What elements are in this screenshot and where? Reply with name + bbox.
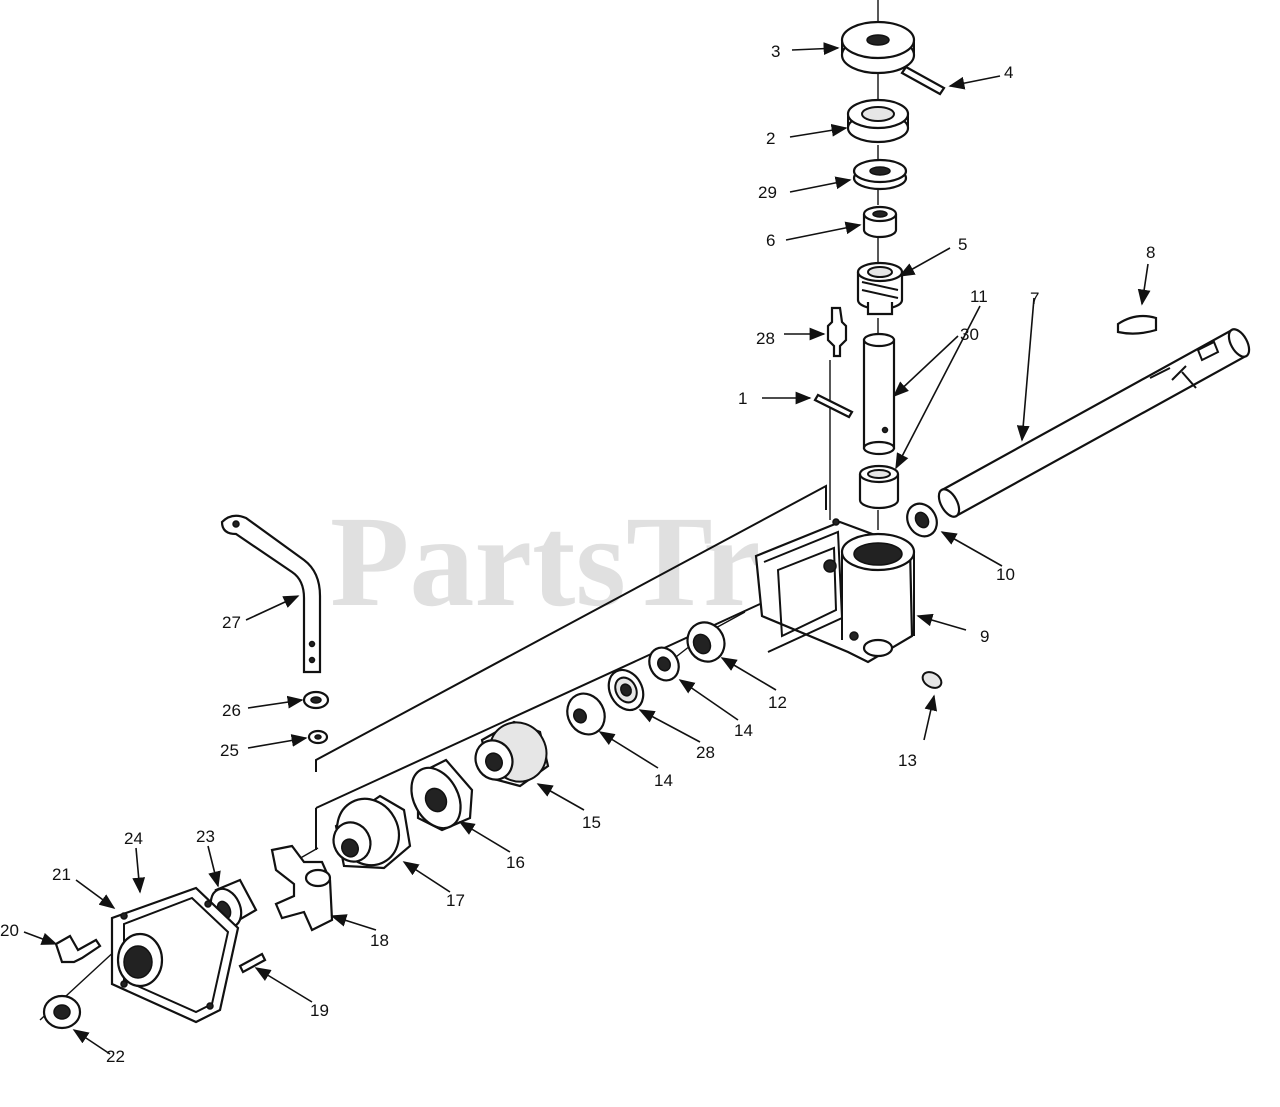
part-19-pin: [238, 952, 267, 974]
callout-7: 7: [1030, 289, 1039, 308]
part-27-shift-rod: [220, 514, 322, 674]
part-7-axle: [937, 328, 1251, 518]
callout-30: 29: [758, 183, 777, 202]
part-6-bushing: [862, 205, 898, 239]
callout-29: 28: [756, 329, 775, 348]
callout-12: 12: [768, 693, 787, 712]
callout-28: 28: [696, 743, 715, 762]
callout-21: 21: [52, 865, 71, 884]
callout-2: 2: [766, 129, 775, 148]
callout-3: 3: [771, 42, 780, 61]
part-24-cover: [110, 886, 240, 1024]
callout-23: 23: [196, 827, 215, 846]
callout-16: 16: [506, 853, 525, 872]
part-30-washer: [852, 158, 908, 191]
part-11-bearing: [858, 464, 900, 510]
callout-18: 18: [370, 931, 389, 950]
part-13-setscrew: [921, 671, 943, 689]
callout-6: 6: [766, 231, 775, 250]
callout-1: 1: [738, 389, 747, 408]
callout-17: 17: [446, 891, 465, 910]
callout-20: 20: [0, 921, 19, 940]
callout-26: 26: [222, 701, 241, 720]
callout-9: 9: [980, 627, 989, 646]
part-20-bolt: [54, 934, 102, 964]
callout-14b: 14: [654, 771, 673, 790]
callout-22: 22: [106, 1047, 125, 1066]
callout-24: 24: [124, 829, 143, 848]
part-22-seal: [42, 994, 82, 1030]
bracket-line: [315, 484, 827, 772]
callout-19: 19: [310, 1001, 329, 1020]
callout-10: 10: [996, 565, 1015, 584]
callout-13: 13: [898, 751, 917, 770]
callout-8: 8: [1146, 243, 1155, 262]
callout-15: 15: [582, 813, 601, 832]
callout-11: 11: [970, 287, 988, 306]
part-17-clutch: [332, 794, 412, 870]
leader-lines: [23, 42, 1151, 1055]
part-8-key: [1116, 314, 1158, 335]
part-16-hub: [410, 758, 474, 832]
callout-14a: 14: [734, 721, 753, 740]
callout-31: 30: [960, 325, 979, 344]
part-2-bearing: [846, 98, 910, 144]
part-9-housing: [754, 518, 916, 664]
part-31-shaft: [862, 332, 896, 456]
part-18-shift-fork: [270, 844, 334, 932]
part-28-thrust-bearing: [607, 668, 645, 712]
bracket-line: [315, 603, 761, 850]
part-29-fitting: [826, 306, 848, 358]
part-14-washer-b: [566, 692, 606, 736]
part-15-gear: [474, 720, 550, 788]
callout-5: 5: [958, 235, 967, 254]
part-12-bushing: [686, 621, 726, 663]
part-5-gear: [856, 261, 904, 316]
part-1-pin: [813, 393, 854, 419]
part-4-pin: [900, 65, 946, 96]
part-25-washer: [307, 729, 329, 745]
part-10-seal: [906, 502, 938, 538]
part-14-washer-a: [648, 646, 680, 682]
part-26-clip: [302, 690, 330, 710]
part-3-seal: [840, 20, 916, 75]
callout-27: 27: [222, 613, 241, 632]
callout-25: 25: [220, 741, 239, 760]
callout-4: 4: [1004, 63, 1013, 82]
